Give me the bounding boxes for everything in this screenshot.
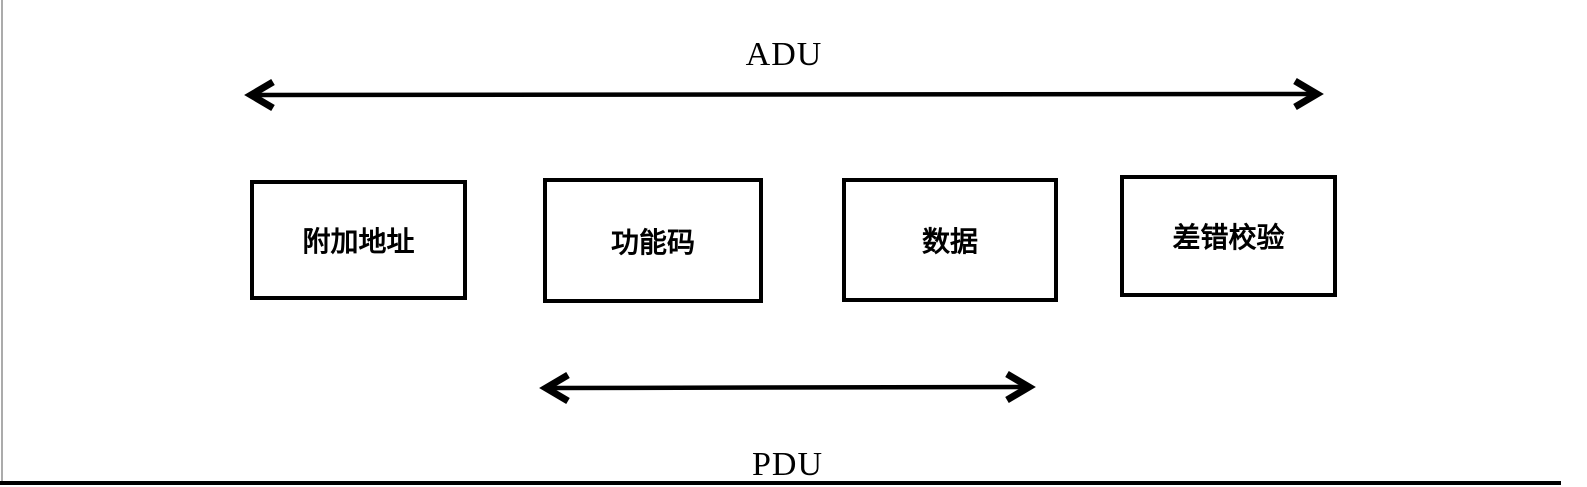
page-bottom-rule: [0, 481, 1561, 485]
frame-field-label: 附加地址: [302, 225, 415, 258]
frame-field-label: 差错校验: [1172, 221, 1285, 254]
page-left-edge: [1, 0, 3, 483]
frame-field-label: 功能码: [610, 225, 695, 259]
pdu-span-label: PDU: [751, 446, 824, 483]
frame-field-box-function-code: 功能码: [543, 178, 763, 303]
double-headed-arrow-icon: [539, 370, 1036, 405]
double-headed-arrow-icon: [244, 77, 1324, 112]
adu-span-label: ADU: [745, 36, 823, 73]
frame-field-box-error-check: 差错校验: [1120, 175, 1337, 297]
frame-field-label: 数据: [921, 225, 978, 258]
frame-field-box-data: 数据: [842, 178, 1058, 302]
frame-field-box-additional-address: 附加地址: [250, 180, 467, 300]
